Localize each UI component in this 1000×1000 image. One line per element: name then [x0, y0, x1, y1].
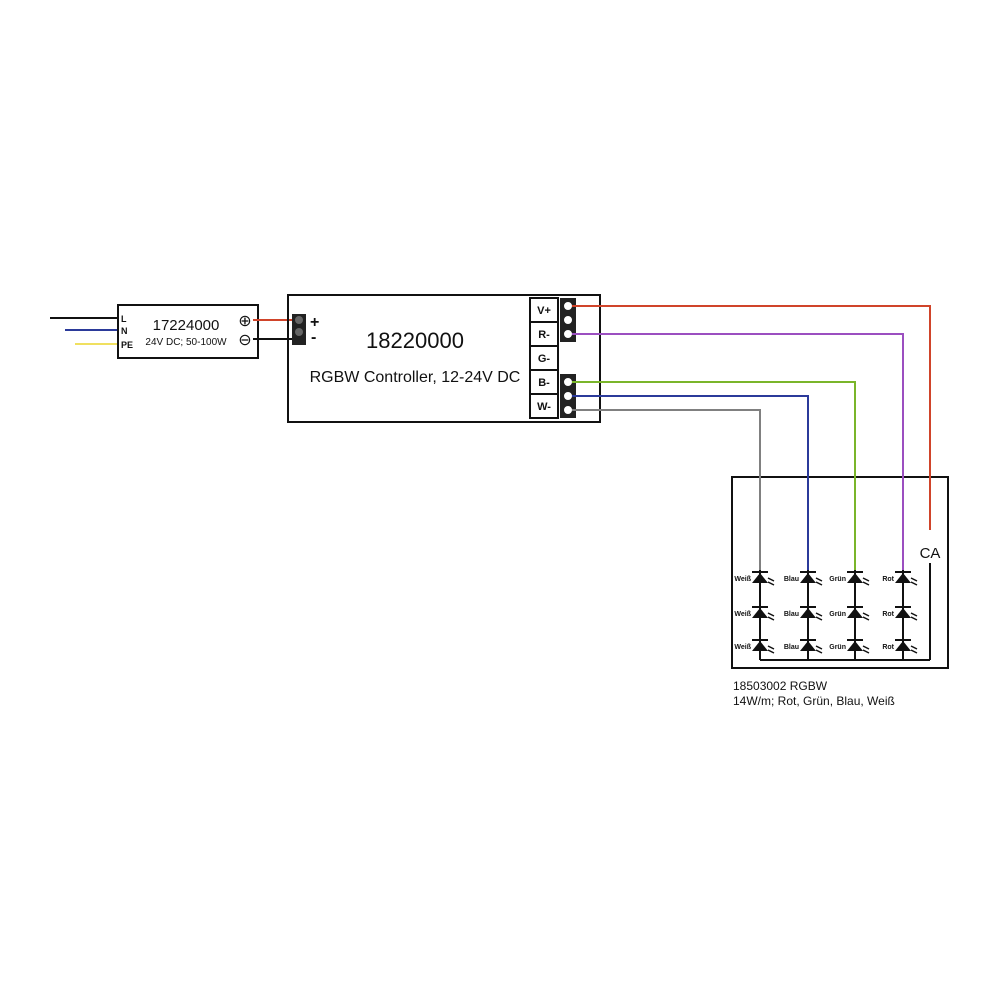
- terminal-screw: [562, 376, 574, 388]
- led-color-label: Blau: [784, 576, 799, 583]
- led-color-label: Grün: [829, 611, 846, 618]
- psu-minus-terminal: ⊖: [238, 332, 251, 349]
- led-strip-box: [731, 476, 949, 669]
- led-diode-icon: [895, 639, 918, 654]
- controller-input-plus: +: [310, 314, 319, 331]
- psu-label-L: L: [121, 314, 127, 324]
- led-diode-icon: [895, 606, 918, 621]
- channel-label: R-: [538, 329, 550, 341]
- led-diode-icon: [752, 571, 775, 586]
- led-color-label: Rot: [882, 611, 894, 618]
- psu-part-number: 17224000: [153, 317, 220, 334]
- terminal-screw: [562, 390, 574, 402]
- led-color-label: Blau: [784, 644, 799, 651]
- led-color-label: Rot: [882, 644, 894, 651]
- channel-cell: [529, 393, 559, 419]
- power-supply-box: [117, 304, 259, 359]
- psu-label-PE: PE: [121, 340, 133, 350]
- controller-input-minus: -: [311, 329, 316, 346]
- led-diode-icon: [847, 606, 870, 621]
- controller-description: RGBW Controller, 12-24V DC: [310, 369, 521, 386]
- led-diode-icon: [800, 606, 823, 621]
- led-diode-icon: [800, 571, 823, 586]
- strip-part-number: 18503002 RGBW: [733, 679, 828, 693]
- channel-label: G-: [538, 353, 551, 365]
- strip-spec: 14W/m; Rot, Grün, Blau, Weiß: [733, 694, 895, 708]
- psu-plus-terminal: ⊕: [238, 313, 251, 330]
- led-color-label: Grün: [829, 576, 846, 583]
- wire-w: [572, 409, 761, 575]
- psu-spec: 24V DC; 50-100W: [145, 337, 227, 348]
- wire-r: [572, 333, 904, 575]
- led-diode-icon: [752, 639, 775, 654]
- channel-label: V+: [537, 305, 551, 317]
- terminal-screw: [562, 300, 574, 312]
- terminal-screw: [562, 404, 574, 416]
- led-diode-icon: [895, 571, 918, 586]
- led-color-label: Weiß: [734, 611, 751, 618]
- terminal-screw: [562, 314, 574, 326]
- led-diode-icon: [847, 639, 870, 654]
- channel-label: B-: [538, 377, 550, 389]
- common-anode-label: CA: [920, 545, 941, 562]
- channel-cell: [529, 297, 559, 323]
- wire-b: [572, 395, 809, 575]
- led-color-label: Weiß: [734, 576, 751, 583]
- controller-box: [287, 294, 601, 423]
- channel-cell: [529, 345, 559, 371]
- terminal-screw: [562, 328, 574, 340]
- led-diode-icon: [847, 571, 870, 586]
- led-diode-icon: [800, 639, 823, 654]
- psu-label-N: N: [121, 326, 128, 336]
- controller-part-number: 18220000: [366, 328, 464, 353]
- channel-label: W-: [537, 401, 551, 413]
- wire-g: [572, 381, 856, 575]
- wire-v-plus: [572, 305, 931, 530]
- led-color-label: Rot: [882, 576, 894, 583]
- led-color-label: Weiß: [734, 644, 751, 651]
- led-color-label: Blau: [784, 611, 799, 618]
- led-color-label: Grün: [829, 644, 846, 651]
- led-diode-icon: [752, 606, 775, 621]
- channel-cell: [529, 369, 559, 395]
